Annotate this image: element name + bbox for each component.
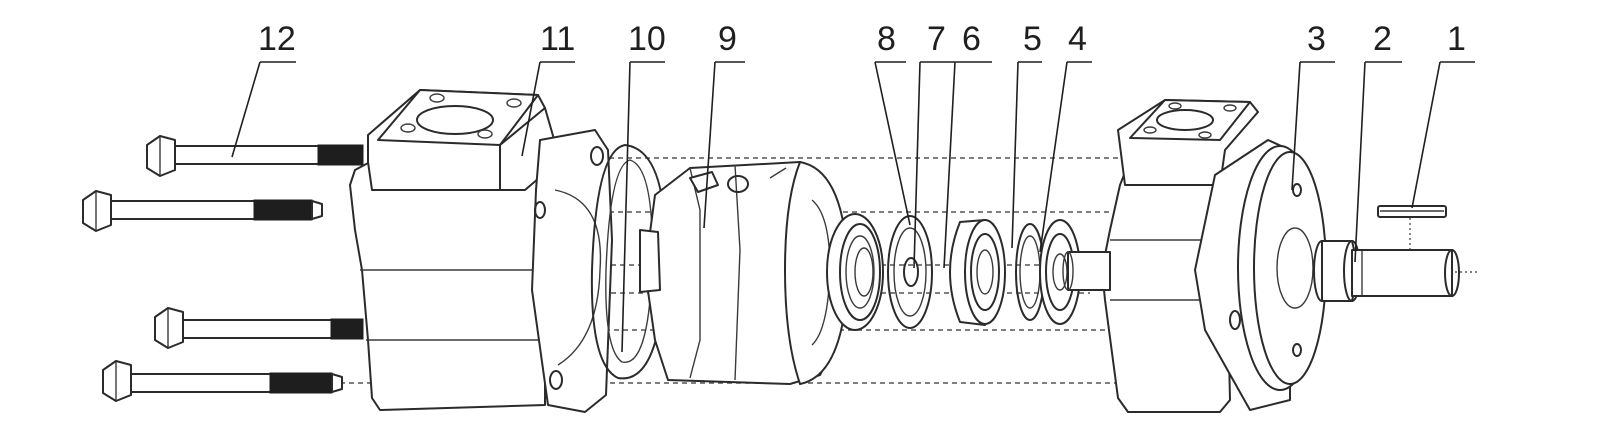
callout-7: 7 [927,20,946,58]
snap-ring [887,215,933,329]
callout-1: 1 [1447,20,1466,58]
front-housing [1062,99,1327,413]
callout-3: 3 [1307,20,1326,58]
bolt-2 [82,190,323,232]
callout-labels: 1 2 3 4 5 6 7 8 9 10 11 12 [258,20,1466,58]
callout-4: 4 [1068,20,1087,58]
bolt-1 [146,135,364,177]
bolt-3 [154,307,364,349]
rear-cover-housing [349,89,613,413]
cartridge-kit [639,161,884,385]
callout-11: 11 [540,20,575,58]
callout-6: 6 [962,20,981,58]
callout-12: 12 [258,20,296,58]
callout-10: 10 [628,20,666,58]
callout-9: 9 [718,20,737,58]
drive-shaft [1313,240,1460,302]
bolt-4 [102,360,343,402]
callout-8: 8 [877,20,896,58]
callout-5: 5 [1023,20,1042,58]
callout-leaders [231,61,1475,353]
callout-2: 2 [1373,20,1392,58]
bearing-seal [949,219,1006,326]
